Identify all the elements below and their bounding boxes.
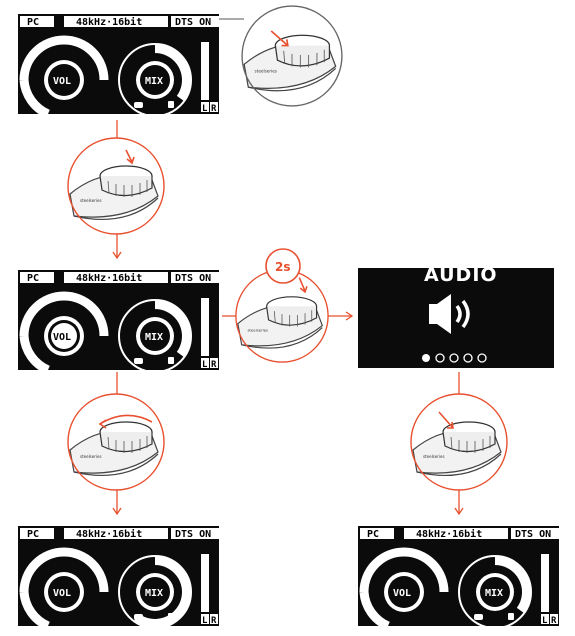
- knob-press-illustration: [67, 137, 165, 235]
- mix-level-arc: [155, 44, 192, 102]
- right-channel-label: R: [211, 360, 217, 370]
- speaker-icon: [429, 294, 470, 334]
- format-label: 48kHz·16bit: [76, 16, 142, 28]
- page-dot: [422, 354, 430, 362]
- source-label: PC: [367, 529, 379, 540]
- dts-label: DTS ON: [175, 17, 211, 28]
- page-dot: [449, 353, 459, 363]
- hold-duration-badge: 2s: [265, 248, 301, 284]
- mix-level-arc: [495, 556, 531, 614]
- mix-label: MIX: [145, 332, 163, 343]
- source-label: PC: [27, 529, 39, 540]
- mix-label: MIX: [485, 588, 503, 599]
- press-arrow-icon: [125, 149, 133, 163]
- volume-label: VOL: [393, 588, 411, 599]
- push-arrow-icon: [270, 30, 289, 47]
- right-channel-label: R: [211, 104, 217, 114]
- hold-duration-label: 2s: [275, 260, 291, 274]
- page-dot: [463, 353, 473, 363]
- format-label: 48kHz·16bit: [76, 272, 142, 284]
- mix-label: MIX: [145, 588, 163, 599]
- format-label: 48kHz·16bit: [76, 528, 142, 540]
- audio-menu-screen: AUDIO: [358, 268, 554, 368]
- format-label: 48kHz·16bit: [416, 528, 482, 540]
- dts-label: DTS ON: [175, 273, 211, 284]
- press-arrow-icon: [438, 411, 454, 429]
- source-label: PC: [27, 273, 39, 284]
- left-channel-label: L: [202, 360, 208, 370]
- mix-label: MIX: [145, 76, 163, 87]
- page-dot: [477, 353, 487, 363]
- oled-screen-mix-adjusted: PC 48kHz·16bit DTS ON VOL MIX L R: [18, 526, 219, 626]
- oled-screen-returned: PC 48kHz·16bit DTS ON VOL MIX L R: [358, 526, 559, 626]
- right-channel-label: R: [211, 616, 217, 626]
- left-channel-label: L: [202, 104, 208, 114]
- volume-label: VOL: [53, 588, 71, 599]
- volume-selected-highlight: [51, 323, 77, 349]
- dts-label: DTS ON: [515, 529, 551, 540]
- volume-label: VOL: [53, 76, 71, 87]
- mix-level-arc: [155, 300, 192, 358]
- page-indicator: [422, 353, 487, 363]
- volume-label: VOL: [53, 332, 71, 343]
- mix-level-arc: [133, 556, 191, 626]
- knob-press-exit-illustration: [410, 393, 508, 491]
- press-arrow-icon: [298, 277, 306, 292]
- right-channel-label: R: [551, 616, 557, 626]
- left-channel-label: L: [202, 616, 208, 626]
- oled-screen-after-press: PC 48kHz·16bit DTS ON VOL MIX L R: [18, 270, 219, 370]
- knob-rotate-illustration: [67, 393, 165, 491]
- knob-zoom-illustration: [241, 5, 343, 107]
- audio-menu-title: AUDIO: [424, 268, 498, 286]
- dts-label: DTS ON: [175, 529, 211, 540]
- page-dot: [435, 353, 445, 363]
- source-label: PC: [27, 17, 39, 28]
- oled-screen-initial: PC 48kHz·16bit DTS ON VOL MIX L R: [18, 14, 219, 114]
- left-channel-label: L: [542, 616, 548, 626]
